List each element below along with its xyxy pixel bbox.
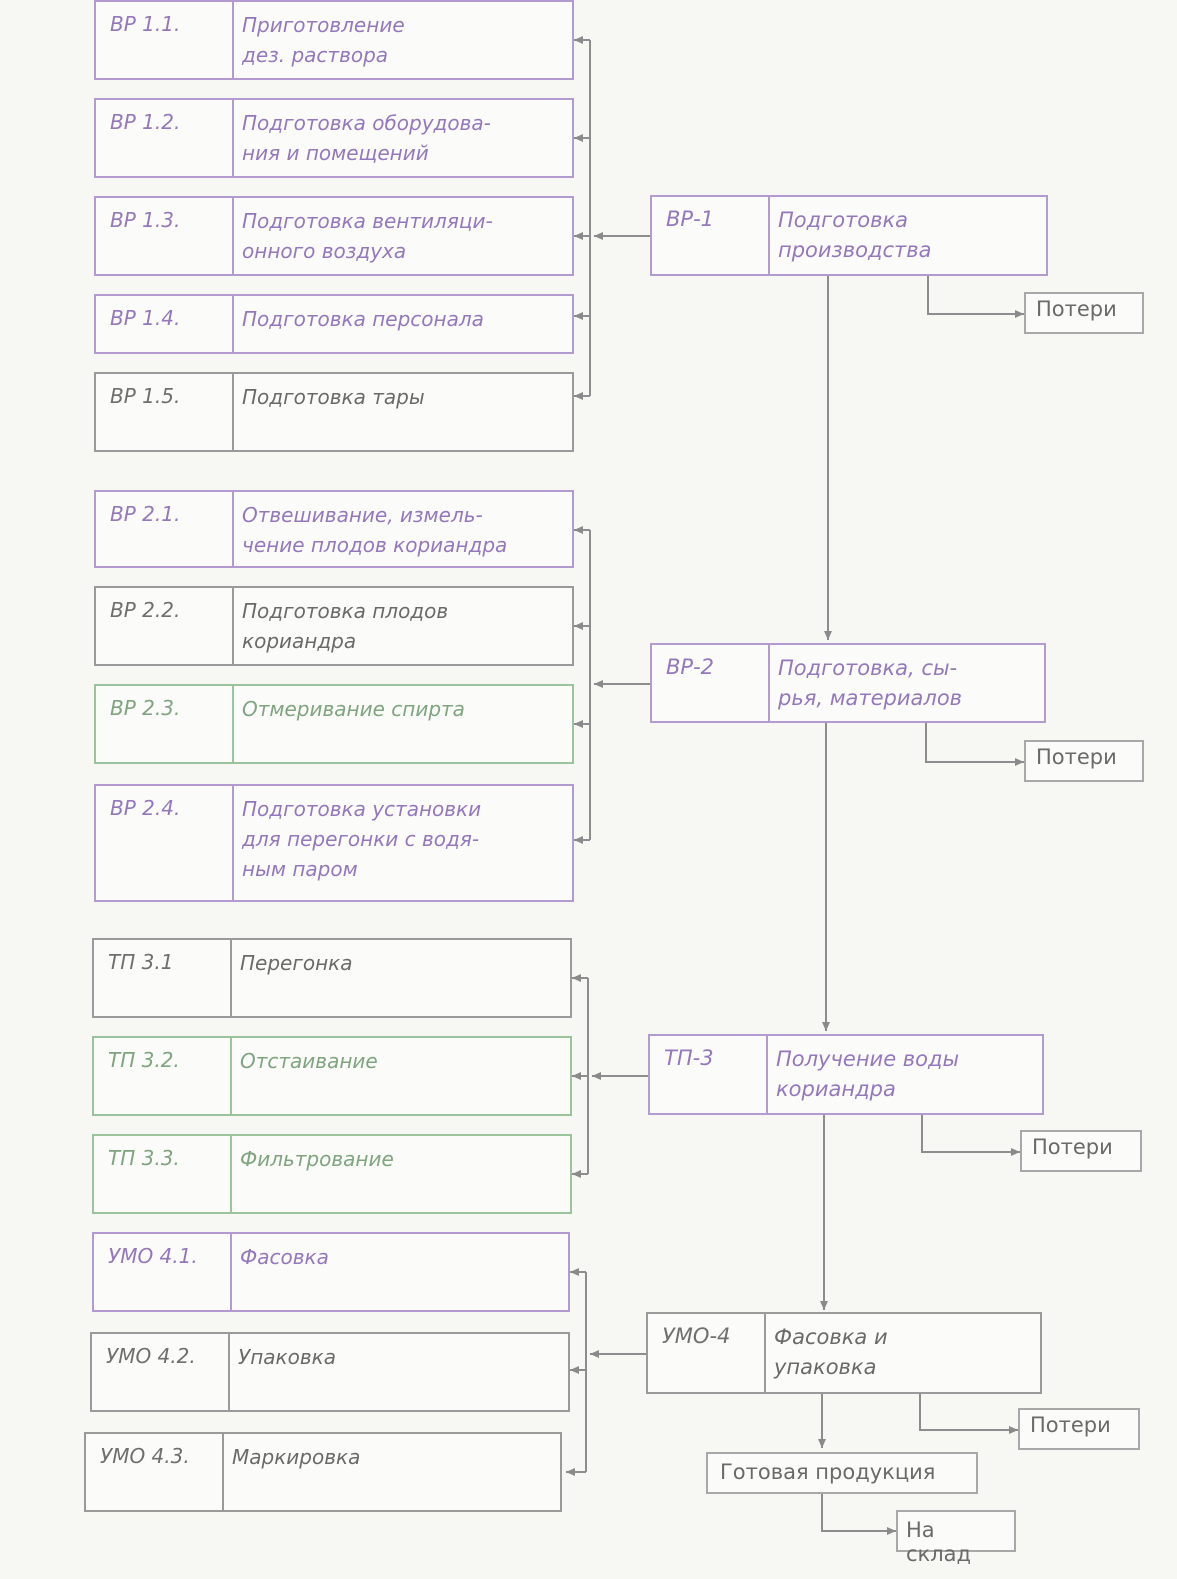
substep-code: ТП 3.3. <box>94 1136 232 1212</box>
substep-title: Подготовка тары <box>242 385 425 409</box>
substep-title: Подготовка вентиляци- онного воздуха <box>242 209 493 263</box>
substep-tp-3-1: ТП 3.1 Перегонка <box>92 938 572 1018</box>
stage-code: ТП-3 <box>650 1036 768 1113</box>
substep-title: Упаковка <box>238 1345 336 1369</box>
substep-code: ВР 1.1. <box>96 2 234 78</box>
substep-title: Перегонка <box>240 951 353 975</box>
substep-code: УМО 4.2. <box>92 1334 230 1410</box>
stage-title: Фасовка и упаковка <box>774 1325 888 1379</box>
substep-code: ВР 1.2. <box>96 100 234 176</box>
stage-vr-2: ВР-2 Подготовка, сы- рья, материалов <box>650 643 1046 723</box>
substep-code: ВР 1.5. <box>96 374 234 450</box>
stage-umo-4: УМО-4 Фасовка и упаковка <box>646 1312 1042 1394</box>
substep-vr-1-1: ВР 1.1. Приготовление дез. раствора <box>94 0 574 80</box>
substep-title: Фасовка <box>240 1245 329 1269</box>
substep-code: ВР 1.4. <box>96 296 234 352</box>
substep-title: Фильтрование <box>240 1147 394 1171</box>
substep-vr-1-2: ВР 1.2. Подготовка оборудова- ния и поме… <box>94 98 574 178</box>
stage-title: Подготовка производства <box>778 208 932 262</box>
substep-code: ВР 2.1. <box>96 492 234 566</box>
substep-code: ТП 3.1 <box>94 940 232 1016</box>
substep-code: ВР 2.4. <box>96 786 234 900</box>
substep-title: Отстаивание <box>240 1049 378 1073</box>
stage-vr-1: ВР-1 Подготовка производства <box>650 195 1048 276</box>
stage-code: ВР-1 <box>652 197 770 274</box>
substep-title: Подготовка персонала <box>242 307 484 331</box>
substep-title: Маркировка <box>232 1445 361 1469</box>
losses-box-stage-4: Потери <box>1018 1408 1140 1450</box>
stage-tp-3: ТП-3 Получение воды кориандра <box>648 1034 1044 1115</box>
substep-title: Подготовка оборудова- ния и помещений <box>242 111 491 165</box>
substep-title: Подготовка установки для перегонки с вод… <box>242 797 482 881</box>
substep-title: Отмеривание спирта <box>242 697 465 721</box>
substep-vr-2-4: ВР 2.4. Подготовка установки для перегон… <box>94 784 574 902</box>
losses-box-stage-2: Потери <box>1024 740 1144 782</box>
substep-code: УМО 4.1. <box>94 1234 232 1310</box>
losses-box-stage-1: Потери <box>1024 292 1144 334</box>
substep-vr-1-3: ВР 1.3. Подготовка вентиляци- онного воз… <box>94 196 574 276</box>
substep-umo-4-2: УМО 4.2. Упаковка <box>90 1332 570 1412</box>
stage-code: ВР-2 <box>652 645 770 721</box>
substep-vr-2-1: ВР 2.1. Отвешивание, измель- чение плодо… <box>94 490 574 568</box>
substep-umo-4-1: УМО 4.1. Фасовка <box>92 1232 570 1312</box>
substep-title: Отвешивание, измель- чение плодов кориан… <box>242 503 508 557</box>
substep-tp-3-3: ТП 3.3. Фильтрование <box>92 1134 572 1214</box>
substep-code: ВР 2.3. <box>96 686 234 762</box>
substep-title: Подготовка плодов кориандра <box>242 599 449 653</box>
substep-code: УМО 4.3. <box>86 1434 224 1510</box>
substep-vr-2-2: ВР 2.2. Подготовка плодов кориандра <box>94 586 574 666</box>
warehouse-box: На склад <box>896 1510 1016 1566</box>
substep-umo-4-3: УМО 4.3. Маркировка <box>84 1432 562 1512</box>
stage-code: УМО-4 <box>648 1314 766 1392</box>
substep-vr-1-5: ВР 1.5. Подготовка тары <box>94 372 574 452</box>
substep-code: ТП 3.2. <box>94 1038 232 1114</box>
stage-title: Получение воды кориандра <box>776 1047 960 1101</box>
substep-title: Приготовление дез. раствора <box>242 13 405 67</box>
substep-vr-1-4: ВР 1.4. Подготовка персонала <box>94 294 574 354</box>
stage-title: Подготовка, сы- рья, материалов <box>778 656 963 710</box>
finished-product-box: Готовая продукция <box>706 1452 978 1494</box>
substep-code: ВР 2.2. <box>96 588 234 664</box>
substep-vr-2-3: ВР 2.3. Отмеривание спирта <box>94 684 574 764</box>
substep-tp-3-2: ТП 3.2. Отстаивание <box>92 1036 572 1116</box>
losses-box-stage-3: Потери <box>1020 1130 1142 1172</box>
substep-code: ВР 1.3. <box>96 198 234 274</box>
